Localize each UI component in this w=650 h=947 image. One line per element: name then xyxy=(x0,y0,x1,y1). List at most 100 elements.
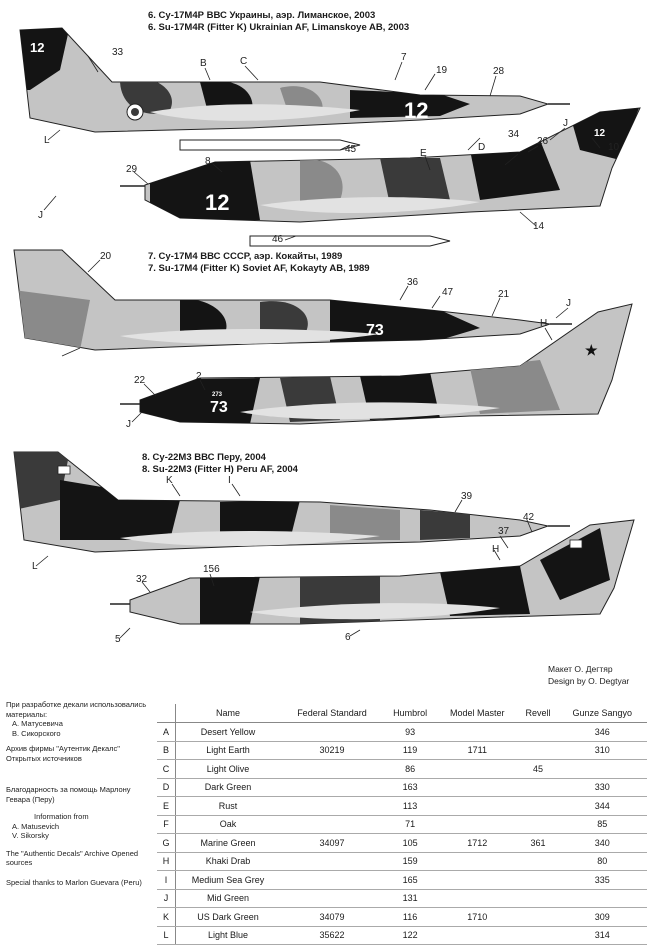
table-header-row: Name Federal Standard Humbrol Model Mast… xyxy=(157,704,647,723)
cell-model-master xyxy=(436,815,519,834)
callout-J-lower: J xyxy=(38,210,43,221)
callout-L: L xyxy=(44,135,50,146)
note-ru-p1: А. Матусевича xyxy=(12,719,63,728)
cell-revell: 45 xyxy=(518,759,558,779)
cell-gunze-sangyo xyxy=(557,759,647,779)
cell-humbrol: 105 xyxy=(383,833,437,853)
callout-32: 32 xyxy=(136,574,148,585)
cell-revell xyxy=(518,778,558,797)
cell-code: I xyxy=(157,870,176,890)
cell-model-master xyxy=(436,722,519,742)
tail-number-6-lower: 12 xyxy=(205,190,229,215)
cell-revell xyxy=(518,870,558,890)
cell-federal-standard xyxy=(280,722,384,742)
header-revell: Revell xyxy=(518,704,558,723)
cell-federal-standard xyxy=(280,870,384,890)
aircraft-8-upper-profile xyxy=(13,451,570,553)
cell-federal-standard xyxy=(280,889,384,908)
cell-humbrol: 159 xyxy=(383,852,437,871)
header-code xyxy=(157,704,176,723)
callout-C: C xyxy=(240,56,247,67)
cell-code: J xyxy=(157,889,176,908)
note-ru-p2: В. Сикорского xyxy=(12,728,61,738)
cell-revell xyxy=(518,796,558,816)
callout-46: 46 xyxy=(272,234,284,245)
cell-federal-standard: 34097 xyxy=(280,833,384,853)
callout-8: 8 xyxy=(205,156,211,167)
cell-name: Dark Green xyxy=(175,778,280,797)
cell-revell xyxy=(518,815,558,834)
caption-8-en: 8. Su-22M3 (Fitter H) Peru AF, 2004 xyxy=(142,464,298,475)
cell-name: Rust xyxy=(175,796,280,816)
header-name: Name xyxy=(175,704,280,723)
cell-humbrol: 122 xyxy=(383,926,437,945)
cell-humbrol: 165 xyxy=(383,870,437,890)
callout-26: 26 xyxy=(537,136,549,147)
caption-6-en: 6. Su-17M4R (Fitter K) Ukrainian AF, Lim… xyxy=(148,22,410,33)
cell-gunze-sangyo: 309 xyxy=(557,907,647,927)
callout-J-7: J xyxy=(566,298,571,309)
callout-45: 45 xyxy=(345,144,357,155)
cell-revell xyxy=(518,741,558,760)
callout-14: 14 xyxy=(533,221,545,232)
cell-model-master xyxy=(436,852,519,871)
cell-model-master xyxy=(436,778,519,797)
cell-model-master: 1712 xyxy=(436,833,519,853)
aircraft-7-lower-profile: ★ xyxy=(120,303,633,425)
cell-federal-standard: 30219 xyxy=(280,741,384,760)
cell-revell: 361 xyxy=(518,833,558,853)
cell-humbrol: 131 xyxy=(383,889,437,908)
note-en-archive: The "Authentic Decals" Archive Opened so… xyxy=(6,848,139,868)
callout-7: 7 xyxy=(401,52,407,63)
cell-revell xyxy=(518,852,558,871)
cell-federal-standard xyxy=(280,778,384,797)
cell-humbrol: 119 xyxy=(383,741,437,760)
note-en-info: Information from xyxy=(34,812,89,821)
callout-10: 10 xyxy=(608,142,620,153)
credit-en: Design by O. Degtyar xyxy=(548,676,630,686)
callout-H-7: H xyxy=(540,318,547,329)
aircraft-6-lower-profile xyxy=(120,107,641,247)
cell-name: Medium Sea Grey xyxy=(175,870,280,890)
header-federal-standard: Federal Standard xyxy=(280,704,384,723)
aircraft-6-upper-profile xyxy=(19,27,570,151)
callout-E: E xyxy=(420,148,427,159)
cell-federal-standard: 34079 xyxy=(280,907,384,927)
cell-gunze-sangyo: 335 xyxy=(557,870,647,890)
callout-39: 39 xyxy=(461,491,473,502)
cell-model-master xyxy=(436,796,519,816)
cell-code: K xyxy=(157,907,176,927)
cell-model-master: 1710 xyxy=(436,907,519,927)
callout-H-8: H xyxy=(492,544,499,555)
callout-34: 34 xyxy=(508,129,520,140)
callout-22: 22 xyxy=(134,375,146,386)
note-en-p1: A. Matusevich xyxy=(12,821,60,831)
caption-7-ru: 7. Су-17М4 ВВС СССР, аэр. Кокайты, 1989 xyxy=(148,251,343,262)
note-en-thanks: Special thanks to Marlon Guevara (Peru) xyxy=(6,877,142,887)
cell-name: US Dark Green xyxy=(175,907,280,927)
aircraft-8-lower-profile xyxy=(110,519,635,625)
caption-8-ru: 8. Су-22М3 ВВС Перу, 2004 xyxy=(142,452,266,463)
cell-humbrol: 93 xyxy=(383,722,437,742)
cell-name: Light Olive xyxy=(175,759,280,779)
callout-36: 36 xyxy=(407,277,419,288)
header-humbrol: Humbrol xyxy=(383,704,437,723)
red-star-icon: ★ xyxy=(585,342,598,358)
cell-name: Light Blue xyxy=(175,926,280,945)
tail-number-6-fin-small: 12 xyxy=(594,128,606,139)
cell-humbrol: 113 xyxy=(383,796,437,816)
callout-28: 28 xyxy=(493,66,505,77)
cell-gunze-sangyo: 346 xyxy=(557,722,647,742)
tail-number-6-nose: 12 xyxy=(404,98,428,123)
header-model-master: Model Master xyxy=(436,704,519,723)
callout-20: 20 xyxy=(100,251,112,262)
aircraft-illustrations: ★ 12 12 12 12 73 73 273 xyxy=(13,27,641,645)
callout-5: 5 xyxy=(115,634,121,645)
